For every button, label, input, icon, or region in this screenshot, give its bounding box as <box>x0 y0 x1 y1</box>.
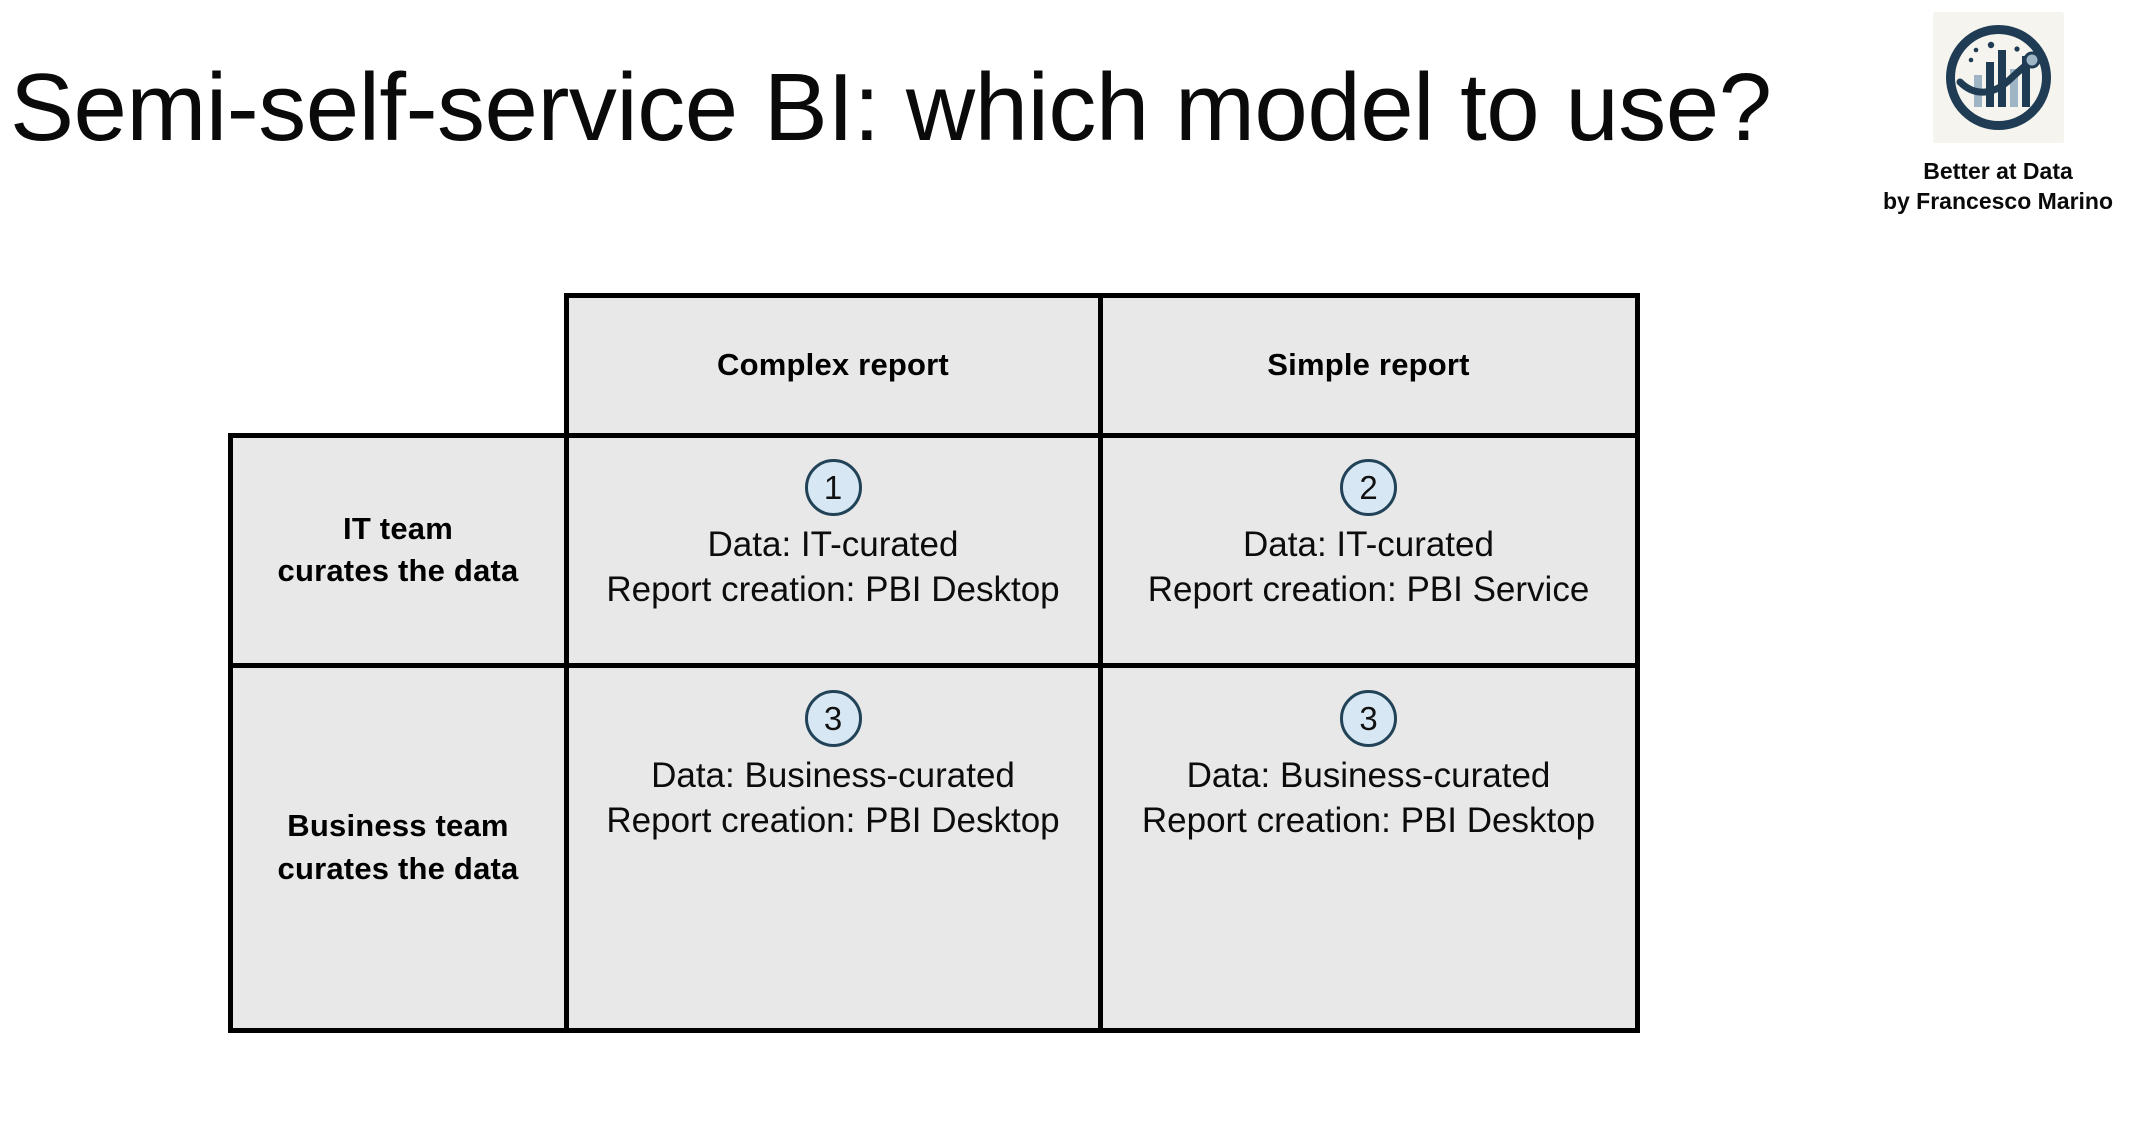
matrix-cell-it-complex-text: Data: IT-curated Report creation: PBI De… <box>606 522 1059 614</box>
badge-2: 2 <box>1340 458 1397 516</box>
column-header-complex-report: Complex report <box>563 292 1103 438</box>
row-header-business-team-line1: Business team <box>287 808 509 844</box>
brand-byline: by Francesco Marino <box>1882 188 2114 215</box>
bar-chart-trendline-circle-logo <box>1932 12 2064 143</box>
brand-name: Better at Data <box>1923 158 2073 184</box>
matrix-cell-it-complex[interactable]: 1 Data: IT-curated Report creation: PBI … <box>563 432 1103 668</box>
row-header-it-team-line2: curates the data <box>277 553 519 588</box>
cell-line-data: Data: IT-curated <box>1243 524 1494 564</box>
badge-1: 1 <box>804 458 862 516</box>
matrix-corner-cell <box>230 295 566 435</box>
cell-line-data: Data: Business-curated <box>651 755 1015 795</box>
decision-matrix-table: Complex report Simple report IT team cur… <box>227 292 1640 1033</box>
badge-3-simple: 3 <box>1340 689 1397 747</box>
page-title: Semi-self-service BI: which model to use… <box>10 54 1772 161</box>
cell-line-report: Report creation: PBI Desktop <box>1141 801 1596 841</box>
brand-block: Better at Data by Francesco Marino <box>1862 12 2134 217</box>
matrix-cell-business-simple[interactable]: 3 Data: Business-curated Report creation… <box>1097 662 1640 1033</box>
cell-line-report: Report creation: PBI Desktop <box>606 801 1060 841</box>
matrix-cell-it-simple[interactable]: 2 Data: IT-curated Report creation: PBI … <box>1097 432 1640 668</box>
column-header-simple-report: Simple report <box>1097 292 1640 438</box>
matrix-cell-business-complex[interactable]: 3 Data: Business-curated Report creation… <box>563 662 1103 1033</box>
row-header-it-team: IT team curates the data <box>227 432 569 668</box>
brand-text: Better at Data by Francesco Marino <box>1883 156 2113 217</box>
row-header-business-team-line2: curates the data <box>277 850 519 886</box>
cell-line-report: Report creation: PBI Desktop <box>606 570 1060 610</box>
matrix-cell-it-simple-text: Data: IT-curated Report creation: PBI Se… <box>1148 522 1590 614</box>
cell-line-data: Data: IT-curated <box>707 524 959 564</box>
matrix-cell-business-complex-text: Data: Business-curated Report creation: … <box>606 753 1059 845</box>
row-header-it-team-line1: IT team <box>343 510 453 546</box>
badge-3-complex: 3 <box>804 689 862 747</box>
row-header-business-team: Business team curates the data <box>227 662 569 1033</box>
cell-line-report: Report creation: PBI Service <box>1147 570 1590 610</box>
cell-line-data: Data: Business-curated <box>1186 755 1551 795</box>
matrix-cell-business-simple-text: Data: Business-curated Report creation: … <box>1142 753 1595 845</box>
